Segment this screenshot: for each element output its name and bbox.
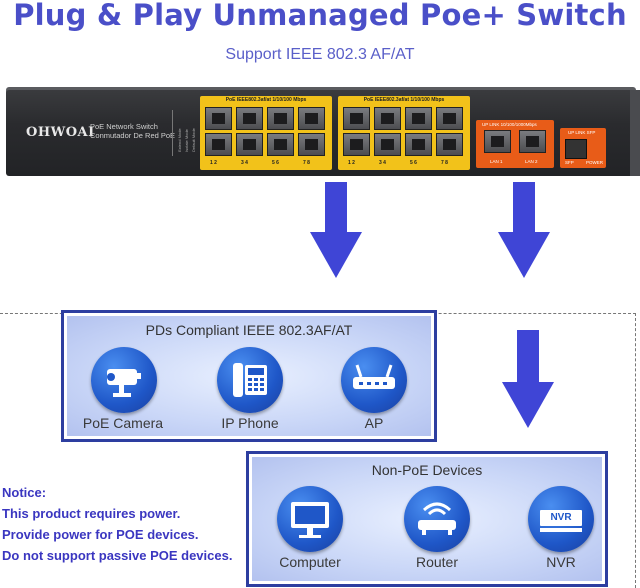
switch-brand: OHWOAI — [26, 125, 95, 140]
ethernet-port — [298, 107, 325, 130]
port-number: 3 4 — [379, 160, 386, 166]
port-number: 3 4 — [241, 160, 248, 166]
ethernet-port — [205, 107, 232, 130]
camera-icon — [91, 347, 157, 413]
port-number: 1 2 — [348, 160, 355, 166]
non-poe-item-label: Router — [415, 554, 459, 570]
nvr-icon: NVR — [528, 486, 594, 552]
router-icon — [404, 486, 470, 552]
uplink-port-group: UP LINK 10/100/1000Mbps LAN 1 LAN 2 — [476, 120, 554, 168]
port-number: 5 6 — [272, 160, 279, 166]
led-label: Default Mode — [191, 128, 196, 152]
ethernet-port — [236, 107, 263, 130]
ethernet-port — [343, 107, 370, 130]
ethernet-port — [205, 133, 232, 156]
ethernet-port — [374, 107, 401, 130]
led-label: Isolate Mode — [184, 129, 189, 152]
phone-icon — [217, 347, 283, 413]
pd-item-label: AP — [364, 415, 384, 431]
switch-model: PoE Network Switch Conmutador De Red PoE — [90, 122, 175, 140]
notice-heading: Notice: — [2, 485, 47, 500]
port-number: 7 8 — [303, 160, 310, 166]
ethernet-port — [267, 133, 294, 156]
ethernet-port — [298, 133, 325, 156]
notice-line: Provide power for POE devices. — [2, 527, 199, 542]
notice-block: Notice: This product requires power. Pro… — [2, 482, 232, 566]
ethernet-port — [374, 133, 401, 156]
sfp-port-group: UP LINK SFP SFP POWER — [560, 128, 606, 168]
led-label: Extend Mode — [177, 128, 182, 152]
switch-model-line1: PoE Network Switch — [90, 122, 158, 131]
down-arrow-icon — [498, 182, 550, 278]
sfp-port — [565, 139, 587, 159]
ethernet-port — [405, 107, 432, 130]
pd-devices-title: PDs Compliant IEEE 802.3AF/AT — [145, 322, 353, 338]
lan-label: LAN 1 — [490, 159, 503, 164]
lan-port — [519, 130, 546, 153]
page-subtitle: Support IEEE 802.3 AF/AT — [225, 46, 415, 63]
monitor-icon — [277, 486, 343, 552]
non-poe-item-label: Computer — [279, 554, 341, 570]
ethernet-port — [436, 107, 463, 130]
port-number: 5 6 — [410, 160, 417, 166]
pd-item-label: IP Phone — [221, 415, 279, 431]
down-arrow-icon — [502, 330, 554, 428]
port-number: 7 8 — [441, 160, 448, 166]
lan-label: LAN 2 — [525, 159, 538, 164]
down-arrow-icon — [310, 182, 362, 278]
ethernet-port — [436, 133, 463, 156]
switch-side — [630, 90, 640, 176]
notice-line: Do not support passive POE devices. — [2, 548, 233, 563]
ethernet-port — [405, 133, 432, 156]
poe-group-label: PoE IEEE802.3af/at 1/10/100 Mbps — [363, 97, 445, 103]
switch-model-line2: Conmutador De Red PoE — [90, 131, 176, 140]
power-label: POWER — [586, 160, 604, 165]
poe-group-label: PoE IEEE802.3af/at 1/10/100 Mbps — [225, 97, 307, 103]
ethernet-port — [343, 133, 370, 156]
ethernet-port — [236, 133, 263, 156]
mode-leds: Extend Mode Isolate Mode Default Mode — [172, 110, 199, 156]
sfp-top-label: UP LINK SFP — [568, 130, 596, 135]
access-point-icon — [341, 347, 407, 413]
lan-port — [484, 130, 511, 153]
non-poe-title: Non-PoE Devices — [371, 462, 483, 478]
port-number: 1 2 — [210, 160, 217, 166]
non-poe-item-label: NVR — [546, 554, 576, 570]
nvr-badge: NVR — [550, 512, 572, 523]
notice-line: This product requires power. — [2, 506, 181, 521]
sfp-label: SFP — [565, 160, 574, 165]
ethernet-port — [267, 107, 294, 130]
page-title: Plug & Play Unmanaged Poe+ Switch — [13, 0, 627, 32]
uplink-label: UP LINK 10/100/1000Mbps — [482, 122, 537, 127]
pd-item-label: PoE Camera — [82, 415, 164, 431]
